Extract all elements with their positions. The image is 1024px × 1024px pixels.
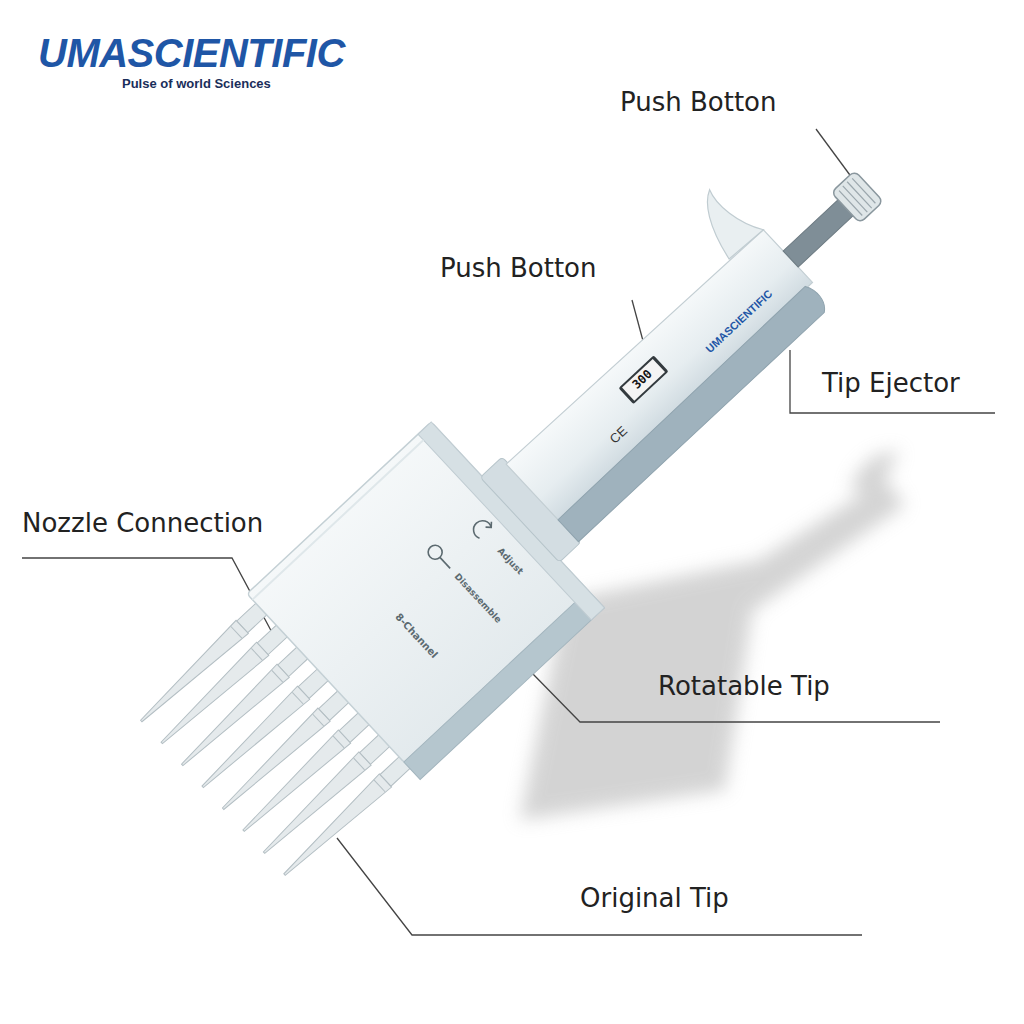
finger-hook [685,181,763,260]
plunger-stem [783,198,855,267]
part-label: Push Botton [440,254,597,284]
push-button-ridges [838,178,876,217]
part-label: Original Tip [580,884,729,914]
leader-line [790,350,995,413]
part-label: Push Botton [620,88,777,118]
logo-text: UMASCIENTIFIC [38,30,345,76]
part-label: Tip Ejector [822,369,960,399]
head-icons [425,505,495,573]
display-frame [618,355,668,404]
push-button [831,171,883,224]
head-side-band [404,590,605,779]
hook-shadow [850,452,900,495]
tip-ejector [557,284,830,542]
part-label: Rotatable Tip [658,672,830,702]
adjust-icon-arrow [486,522,495,530]
logo-tagline: Pulse of world Sciences [122,77,271,92]
part-label: Nozzle Connection [22,509,263,539]
pipette-tip [278,753,413,881]
leader-line [532,673,940,722]
disassemble-icon-stem [440,557,450,568]
pipette [127,94,956,892]
head-edge [252,440,423,600]
leader-line [337,838,862,935]
display-window [622,359,665,401]
handle-shadow [720,480,905,618]
leader-lines [22,129,995,935]
